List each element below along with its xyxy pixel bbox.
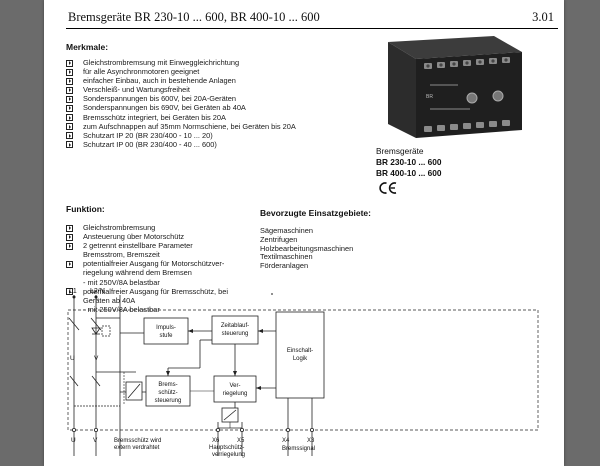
hauptschuetz-line-1: Hauptschütz- bbox=[209, 445, 244, 451]
terminal-v: V bbox=[93, 437, 98, 444]
funktion-item: Ansteuerung über Motorschütz bbox=[66, 232, 228, 241]
page-number: 3.01 bbox=[532, 10, 554, 24]
label-u-mid: U bbox=[70, 355, 75, 362]
funktion-item: Bremsstrom, Bremszeit bbox=[83, 250, 160, 260]
block-einschalt-l1: Einschalt- bbox=[287, 348, 313, 354]
merkmale-item: Sonderspannungen bis 690V, bei Geräten a… bbox=[66, 103, 296, 112]
funktion-item: Gleichstrombremsung bbox=[66, 223, 228, 232]
terminal-l2n: L2/N bbox=[90, 288, 105, 295]
merkmale-item: Sonderspannungen bis 600V, bei 20A-Gerät… bbox=[66, 94, 296, 103]
einsatz-heading: Bevorzugte Einsatzgebiete: bbox=[260, 208, 371, 218]
funktion-heading: Funktion: bbox=[66, 204, 105, 214]
product-photo: BR bbox=[388, 36, 522, 138]
merkmale-item: Bremsschütz integriert, bei Geräten bis … bbox=[66, 113, 296, 122]
product-caption: Bremsgeräte bbox=[376, 146, 424, 156]
einsatz-item: Textilmaschinen bbox=[260, 252, 313, 262]
terminal-l1: L1 bbox=[69, 288, 77, 295]
note-line-1: Bremsschütz wird bbox=[114, 438, 161, 444]
block-verriegelung-l2: riegelung bbox=[223, 391, 248, 397]
merkmale-item: Schutzart IP 00 (BR 230/400 - 40 ... 600… bbox=[66, 140, 296, 149]
einsatz-item: Sägemaschinen bbox=[260, 226, 314, 235]
terminal-u: U bbox=[71, 437, 76, 444]
note-line-2: extern verdrahtet bbox=[114, 445, 160, 451]
page-title: Bremsgeräte BR 230-10 ... 600, BR 400-10… bbox=[68, 10, 320, 24]
block-einschalt-l2: Logik bbox=[293, 356, 308, 362]
block-impuls-l1: Impuls- bbox=[156, 325, 176, 331]
merkmale-item: Verschleiß- und Wartungsfreiheit bbox=[66, 85, 296, 94]
funktion-item: - mit 250V/8A belastbar bbox=[83, 277, 160, 287]
einsatz-item: Zentrifugen bbox=[260, 234, 298, 244]
merkmale-item: Schutzart IP 20 (BR 230/400 - 10 ... 20) bbox=[66, 131, 296, 140]
merkmale-item: einfacher Einbau, auch in bestehende Anl… bbox=[66, 76, 296, 85]
merkmale-item: Gleichstrombremsung mit Einweggleichrich… bbox=[66, 58, 296, 67]
terminal-x5: X5 bbox=[237, 438, 245, 444]
funktion-item: potentialfreier Ausgang für Motorschützv… bbox=[66, 259, 228, 268]
block-impuls-l2: stufe bbox=[159, 333, 173, 339]
page-header: Bremsgeräte BR 230-10 ... 600, BR 400-10… bbox=[66, 8, 558, 29]
merkmale-list: Gleichstrombremsung mit Einweggleichrich… bbox=[66, 58, 296, 149]
block-zeitablauf-l1: Zeitablauf- bbox=[221, 323, 249, 329]
datasheet-page: Bremsgeräte BR 230-10 ... 600, BR 400-10… bbox=[44, 0, 564, 466]
hauptschuetz-line-2: verriegelung bbox=[212, 452, 245, 458]
merkmale-item: für alle Asynchronmotoren geeignet bbox=[66, 67, 296, 76]
block-verriegelung-l1: Ver- bbox=[229, 383, 240, 389]
terminal-x6: X6 bbox=[212, 438, 220, 444]
funktion-item: 2 getrennt einstellbare Parameter bbox=[66, 241, 228, 250]
label-v-mid: V bbox=[94, 355, 99, 362]
block-bremsschuetz-l2: schütz- bbox=[158, 390, 177, 396]
product-model-2: BR 400-10 ... 600 bbox=[376, 168, 442, 178]
device-label: BR bbox=[426, 94, 433, 100]
block-bremsschuetz-l1: Brems- bbox=[158, 382, 177, 388]
merkmale-item: zum Aufschnappen auf 35mm Normschiene, b… bbox=[66, 122, 296, 131]
einsatz-item: Förderanlagen bbox=[260, 261, 309, 271]
merkmale-heading: Merkmale: bbox=[66, 42, 109, 52]
product-model-1: BR 230-10 ... 600 bbox=[376, 157, 442, 167]
funktion-item: - mit 250V/8A belastbar bbox=[83, 304, 160, 314]
bremssignal-label: Bremssignal bbox=[282, 446, 315, 452]
einsatz-item: Holzbearbeitungsmaschinen bbox=[260, 243, 354, 253]
block-zeitablauf-l2: steuerung bbox=[222, 331, 249, 337]
terminal-x4: X4 bbox=[282, 438, 290, 444]
ce-mark: CE bbox=[379, 182, 397, 194]
funktion-item: potentialfreier Ausgang für Bremsschütz,… bbox=[66, 287, 228, 296]
terminal-x3: X3 bbox=[307, 438, 315, 444]
funktion-item: riegelung während dem Bremsen bbox=[83, 268, 192, 278]
block-bremsschuetz-l3: steuerung bbox=[155, 398, 182, 404]
circuit-diagram: L1 L2/N U V Impuls- stufe Zeitablauf- st… bbox=[67, 288, 539, 458]
